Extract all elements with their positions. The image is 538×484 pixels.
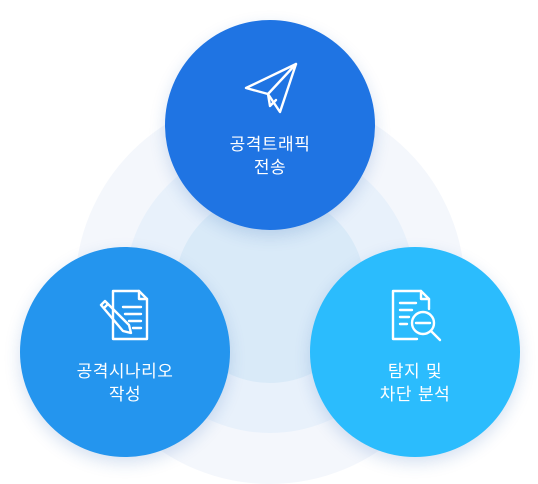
node-label-line2: 작성 <box>108 385 142 405</box>
node-label-line1: 공격트래픽 <box>229 135 311 155</box>
node-attack-scenario-writing: 공격시나리오 작성 <box>20 247 230 457</box>
node-label-line1: 공격시나리오 <box>76 362 174 382</box>
node-label-line1: 탐지 및 <box>387 362 443 382</box>
document-pen-icon <box>95 285 155 345</box>
node-label-line2: 전송 <box>253 158 287 178</box>
node-label-line2: 차단 분석 <box>379 385 451 405</box>
document-magnifier-icon <box>385 285 445 345</box>
node-label: 탐지 및 차단 분석 <box>380 361 450 407</box>
paper-plane-icon <box>240 58 300 118</box>
node-label: 공격시나리오 작성 <box>77 361 174 407</box>
node-attack-traffic-transmission: 공격트래픽 전송 <box>165 20 375 230</box>
node-label: 공격트래픽 전송 <box>230 134 311 180</box>
node-detection-blocking-analysis: 탐지 및 차단 분석 <box>310 247 520 457</box>
